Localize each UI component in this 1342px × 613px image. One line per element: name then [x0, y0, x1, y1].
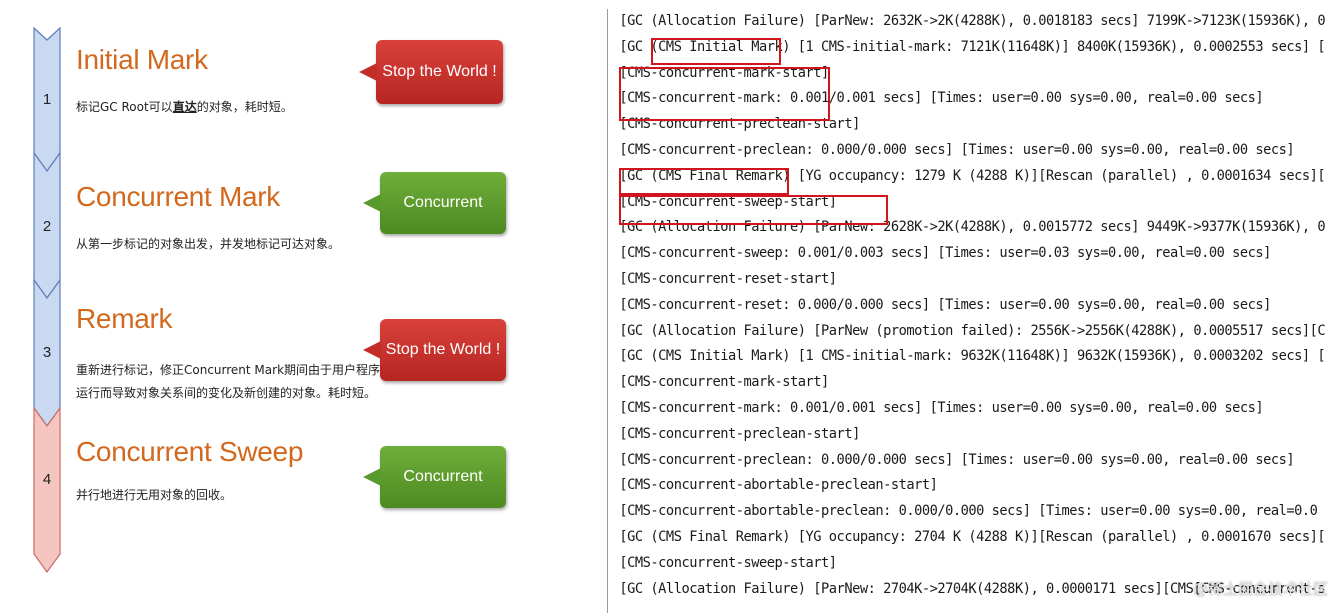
gc-log: [GC (Allocation Failure) [ParNew: 2632K-…: [608, 9, 1326, 602]
stage-4-description: 并行地进行无用对象的回收。: [76, 484, 232, 507]
stage-2-title: Concurrent Mark: [76, 181, 281, 212]
stage-1-description: 标记GC Root可以直达的对象，耗时短。: [76, 96, 293, 119]
log-line: [CMS-concurrent-reset: 0.000/0.000 secs]…: [619, 296, 1271, 313]
stage-4-desc-text: 并行地进行无用对象的回收。: [76, 488, 233, 502]
log-line: [CMS-concurrent-abortable-preclean: 0.00…: [619, 503, 1318, 520]
stage-4-chevron: [33, 406, 61, 574]
stage-3-title: Remark: [76, 303, 173, 334]
stage-3-desc-line-1: 重新进行标记，修正Concurrent Mark期间由于用户程序: [76, 363, 381, 377]
stage-1-desc-text: 标记GC Root可以: [76, 100, 173, 114]
log-line: [CMS-concurrent-preclean: 0.000/0.000 se…: [619, 141, 1295, 158]
log-line: [CMS-concurrent-preclean-start]: [619, 425, 860, 442]
stage-3-desc-line-2: 运行而导致对象关系间的变化及新创建的对象。耗时短。: [76, 386, 377, 400]
log-line: [GC (Allocation Failure) [ParNew: 2704K-…: [619, 580, 1326, 597]
stage-2-badge: Concurrent: [363, 172, 506, 234]
stage-3-description: 重新进行标记，修正Concurrent Mark期间由于用户程序 运行而导致对象…: [76, 359, 380, 405]
log-line: [GC (Allocation Failure) [ParNew: 2632K-…: [619, 13, 1326, 29]
highlight-cms-initial-mark: [651, 38, 781, 65]
log-line: [CMS-concurrent-mark: 0.001/0.001 secs] …: [619, 90, 1264, 107]
cms-stage-diagram: 1 Initial Mark 标记GC Root可以直达的对象，耗时短。 Sto…: [0, 0, 608, 613]
log-line: [CMS-concurrent-abortable-preclean-start…: [619, 477, 938, 494]
stage-arrows: [33, 26, 61, 574]
log-line: [CMS-concurrent-mark-start]: [619, 374, 829, 391]
highlight-cms-final-remark: [619, 168, 789, 195]
highlight-concurrent-mark: [619, 67, 830, 121]
log-line: [GC (Allocation Failure) [ParNew (promot…: [619, 322, 1326, 339]
highlight-concurrent-sweep-start: [619, 195, 888, 225]
log-line: [CMS-concurrent-sweep-start]: [619, 554, 837, 571]
log-line: [CMS-concurrent-mark: 0.001/0.001 secs] …: [619, 399, 1264, 416]
stage-1-desc-emphasis: 直达: [172, 100, 197, 114]
stage-3-badge: Stop the World !: [363, 319, 506, 381]
stage-4-badge: Concurrent: [363, 446, 506, 508]
stage-1-badge: Stop the World !: [359, 40, 503, 104]
log-line: [GC (CMS Final Remark) [YG occupancy: 27…: [619, 528, 1326, 545]
log-line: [CMS-concurrent-reset-start]: [619, 270, 837, 287]
log-line: [CMS-concurrent-preclean: 0.000/0.000 se…: [619, 451, 1295, 468]
log-line: [GC (CMS Final Remark) [YG occupancy: 12…: [619, 167, 1326, 184]
log-line: [CMS-concurrent-sweep-start]: [619, 193, 837, 210]
stage-4-title: Concurrent Sweep: [76, 436, 304, 467]
stage-4-number: 4: [42, 471, 52, 488]
gc-log-panel: [GC (Allocation Failure) [ParNew: 2632K-…: [607, 9, 1326, 613]
log-line: [GC (CMS Initial Mark) [1 CMS-initial-ma…: [619, 348, 1326, 365]
stage-1-title: Initial Mark: [76, 44, 208, 75]
stage-2-description: 从第一步标记的对象出发，并发地标记可达对象。: [76, 233, 340, 256]
stage-1-number: 1: [42, 91, 52, 108]
watermark: @稀土掘金技术社区: [1192, 580, 1328, 598]
log-line: [CMS-concurrent-sweep: 0.001/0.003 secs]…: [619, 245, 1271, 262]
stage-1-desc-text-end: 的对象，耗时短。: [196, 100, 293, 114]
stage-2-desc-text: 从第一步标记的对象出发，并发地标记可达对象。: [76, 237, 341, 251]
stage-2-number: 2: [42, 218, 52, 235]
stage-3-number: 3: [42, 344, 52, 361]
